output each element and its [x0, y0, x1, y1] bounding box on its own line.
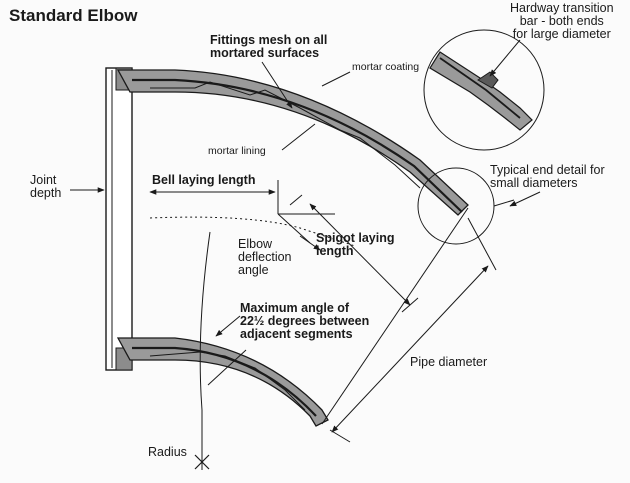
maximum-angle-line-2: 22½ degrees between	[240, 314, 370, 329]
joint-depth-line-1: Joint	[30, 173, 57, 187]
maximum-angle-line-1: Maximum angle of	[240, 301, 350, 315]
joint-depth-label: Joint depth	[30, 173, 62, 201]
small-diameter-detail	[417, 167, 541, 245]
fittings-mesh-label: Fittings mesh on all mortared surfaces	[210, 33, 328, 61]
spigot-laying-length-label: Spigot laying length	[316, 231, 395, 259]
hardway-line-1: Hardway transition	[510, 1, 614, 15]
lower-elbow-wall	[116, 337, 329, 427]
pipe-diameter-label: Pipe diameter	[410, 355, 488, 369]
large-diameter-detail	[423, 29, 545, 151]
centerline	[149, 216, 356, 247]
bell-laying-length-label: Bell laying length	[152, 173, 256, 187]
diagram-title: Standard Elbow	[9, 6, 138, 25]
mortar-coating-label: mortar coating	[352, 61, 420, 73]
hardway-line-2: bar - both ends	[519, 14, 604, 29]
elbow-deflection-line-1: Elbow	[238, 237, 273, 251]
typical-end-detail-label: Typical end detail for small diameters	[490, 163, 605, 191]
spigot-laying-line-2: length	[316, 244, 354, 259]
leader-lines	[261, 61, 351, 151]
bell-end	[105, 67, 133, 371]
upper-elbow-wall	[116, 69, 469, 216]
elbow-deflection-angle-label: Elbow deflection angle	[238, 237, 292, 278]
pipe-diameter-dimension	[329, 217, 497, 443]
typical-end-line-1: Typical end detail for	[490, 163, 605, 177]
typical-end-line-2: small diameters	[490, 176, 578, 191]
mortar-lining-label: mortar lining	[208, 145, 266, 157]
elbow-deflection-line-2: deflection	[238, 250, 292, 265]
maximum-angle-label: Maximum angle of 22½ degrees between adj…	[240, 301, 370, 342]
maximum-angle-line-3: adjacent segments	[240, 327, 353, 342]
fittings-mesh-line-1: Fittings mesh on all	[210, 33, 328, 47]
radius-label: Radius	[148, 445, 187, 459]
spigot-laying-line-1: Spigot laying	[316, 231, 395, 245]
hardway-line-3: for large diameter	[512, 27, 611, 42]
bell-laying-length-dimension	[149, 180, 279, 214]
joint-depth-line-2: depth	[30, 186, 62, 201]
fittings-mesh-line-2: mortared surfaces	[210, 46, 320, 61]
hardway-transition-label: Hardway transition bar - both ends for l…	[510, 1, 614, 42]
radius-construction	[194, 231, 247, 470]
elbow-deflection-line-3: angle	[238, 263, 269, 278]
